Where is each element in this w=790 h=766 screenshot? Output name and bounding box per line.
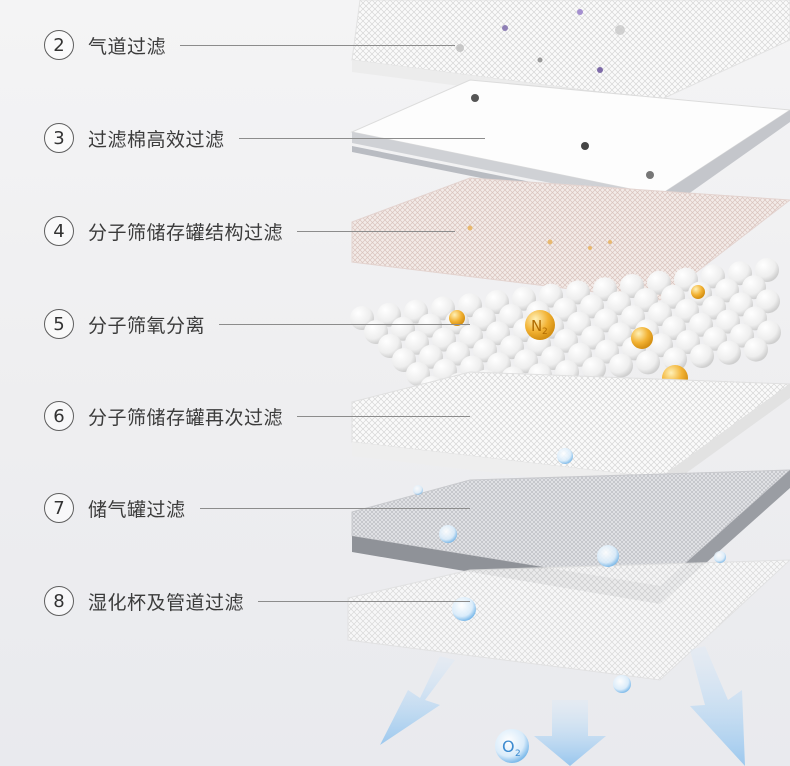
step-label: 过滤棉高效过滤 <box>88 128 225 151</box>
svg-text:2: 2 <box>515 749 521 759</box>
step-leader-line <box>219 324 470 325</box>
step-number-badge: 6 <box>44 401 74 431</box>
svg-text:2: 2 <box>542 327 548 337</box>
step-item: 7 储气罐过滤 <box>44 492 186 524</box>
step-label: 储气罐过滤 <box>88 498 186 521</box>
step-item: 8 湿化杯及管道过滤 <box>44 585 244 617</box>
step-number-badge: 3 <box>44 123 74 153</box>
step-leader-line <box>258 601 470 602</box>
svg-text:O: O <box>502 737 515 756</box>
step-number-badge: 8 <box>44 586 74 616</box>
svg-text:N: N <box>531 317 542 335</box>
step-leader-line <box>200 508 470 509</box>
airflow-arrows <box>380 646 745 766</box>
oxygen-bubbles: O 2 <box>413 448 726 763</box>
step-number-badge: 5 <box>44 309 74 339</box>
step-label: 分子筛储存罐结构过滤 <box>88 221 284 244</box>
step-leader-line <box>297 416 470 417</box>
step-label: 气道过滤 <box>88 35 167 58</box>
step-leader-line <box>180 45 455 46</box>
step-item: 3 过滤棉高效过滤 <box>44 122 225 154</box>
step-item: 4 分子筛储存罐结构过滤 <box>44 215 283 247</box>
step-item: 2 气道过滤 <box>44 29 166 61</box>
step-item: 6 分子筛储存罐再次过滤 <box>44 400 283 432</box>
step-number-badge: 4 <box>44 216 74 246</box>
step-label: 分子筛储存罐再次过滤 <box>88 406 284 429</box>
step-leader-line <box>297 231 455 232</box>
layer-molecular-sieve-balls <box>350 258 781 400</box>
step-number-badge: 7 <box>44 493 74 523</box>
step-number-badge: 2 <box>44 30 74 60</box>
layer-humidifier <box>347 559 790 681</box>
step-item: 5 分子筛氧分离 <box>44 308 205 340</box>
step-label: 分子筛氧分离 <box>88 314 206 337</box>
step-label: 湿化杯及管道过滤 <box>88 591 245 614</box>
step-leader-line <box>239 138 485 139</box>
